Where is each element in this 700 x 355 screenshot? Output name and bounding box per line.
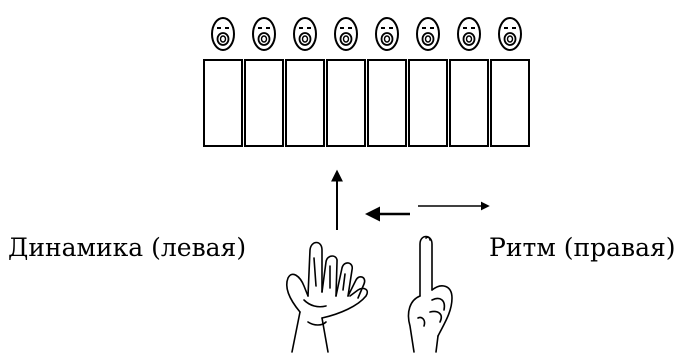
- singing-face-icon: [334, 17, 358, 51]
- pointing-hand-icon: [407, 235, 453, 353]
- choir: [203, 17, 530, 147]
- singing-face-icon: [375, 17, 399, 51]
- performer-body: [203, 59, 243, 147]
- dynamics-label: Динамика (левая): [8, 233, 247, 262]
- performer-body: [367, 59, 407, 147]
- singing-face-icon: [498, 17, 522, 51]
- singing-face-icon: [457, 17, 481, 51]
- singing-face-icon: [211, 17, 235, 51]
- rhythm-label: Ритм (правая): [489, 233, 676, 262]
- performer-body: [326, 59, 366, 147]
- performer-body: [490, 59, 530, 147]
- performer-body: [244, 59, 284, 147]
- singing-face-icon: [416, 17, 440, 51]
- singing-face-icon: [252, 17, 276, 51]
- performer-body: [408, 59, 448, 147]
- singing-face-icon: [293, 17, 317, 51]
- open-palm-hand-icon: [285, 241, 369, 353]
- performer-body: [449, 59, 489, 147]
- performer-body: [285, 59, 325, 147]
